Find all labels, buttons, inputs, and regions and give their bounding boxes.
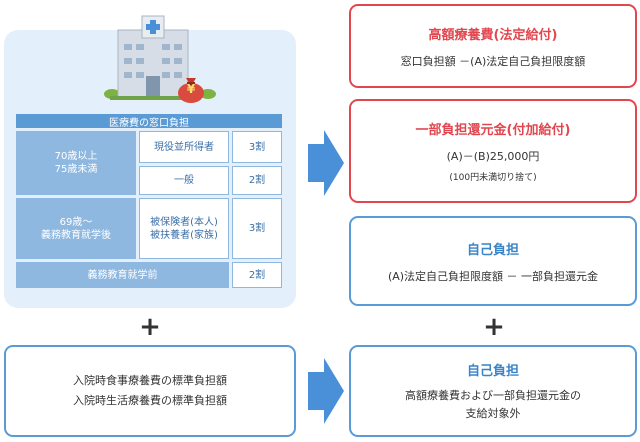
- excluded-text: 高額療養費および一部負担還元金の 支給対象外: [405, 388, 581, 420]
- high-cost-box: 高額療養費(法定給付) 窓口負担額 －(A)法定自己負担限度額: [349, 4, 637, 88]
- refund-formula: (A)－(B)25,000円: [446, 150, 540, 163]
- high-cost-formula: 窓口負担額 －(A)法定自己負担限度額: [400, 54, 586, 68]
- age-69-cell: 69歳～ 義務教育就学後: [16, 198, 136, 259]
- refund-note: (100円未満切り捨て): [449, 173, 537, 183]
- meal-cost-text: 入院時食事療養費の標準負担額 入院時生活療養費の標準負担額: [73, 374, 227, 407]
- high-cost-title: 高額療養費(法定給付): [428, 27, 558, 43]
- preschool-label: 義務教育就学前: [87, 269, 158, 281]
- income-high-cell: 現役並所得者: [139, 131, 229, 163]
- preschool-cell: 義務教育就学前: [16, 262, 229, 288]
- excluded-title: 自己負担: [466, 363, 519, 379]
- age-70-75-label: 70歳以上 75歳未満: [54, 151, 98, 175]
- plus-icon-right: +: [483, 312, 505, 342]
- rate-3-label: 3割: [248, 141, 266, 153]
- plus-icon-left: +: [139, 312, 161, 342]
- rate-3b-label: 3割: [248, 223, 266, 234]
- income-general-cell: 一般: [139, 166, 229, 195]
- self-pay-formula: (A)法定自己負担限度額 － 一部負担還元金: [387, 269, 599, 283]
- self-pay-box: 自己負担 (A)法定自己負担限度額 － 一部負担還元金: [349, 216, 637, 306]
- insured-cell: 被保険者(本人) 被扶養者(家族): [139, 198, 229, 259]
- meal-cost-box: 入院時食事療養費の標準負担額 入院時生活療養費の標準負担額: [4, 345, 296, 437]
- rate-2-cell: 2割: [232, 166, 282, 195]
- table-title: 医療費の窓口負担: [16, 114, 282, 129]
- rate-2b-label: 2割: [248, 269, 266, 281]
- excluded-box: 自己負担 高額療養費および一部負担還元金の 支給対象外: [349, 345, 637, 437]
- age-70-75-cell: 70歳以上 75歳未満: [16, 131, 136, 195]
- money-bag-icon: [178, 78, 204, 103]
- hospital-icon: [104, 15, 216, 100]
- income-high-label: 現役並所得者: [154, 141, 214, 153]
- yen-symbol: ¥: [186, 82, 196, 96]
- rate-3-cell: 3割: [232, 131, 282, 163]
- self-pay-title: 自己負担: [466, 242, 519, 258]
- refund-title: 一部負担還元金(付加給付): [415, 123, 571, 138]
- arrow-right-icon-top: [308, 130, 344, 196]
- rate-2b-cell: 2割: [232, 262, 282, 288]
- age-69-label: 69歳～ 義務教育就学後: [41, 216, 111, 241]
- rate-2-label: 2割: [248, 175, 266, 186]
- refund-box: 一部負担還元金(付加給付) (A)－(B)25,000円 (100円未満切り捨て…: [349, 99, 637, 203]
- rate-3b-cell: 3割: [232, 198, 282, 259]
- income-general-label: 一般: [174, 175, 194, 186]
- arrow-right-icon-bottom: [308, 358, 344, 424]
- insured-label: 被保険者(本人) 被扶養者(家族): [150, 216, 218, 241]
